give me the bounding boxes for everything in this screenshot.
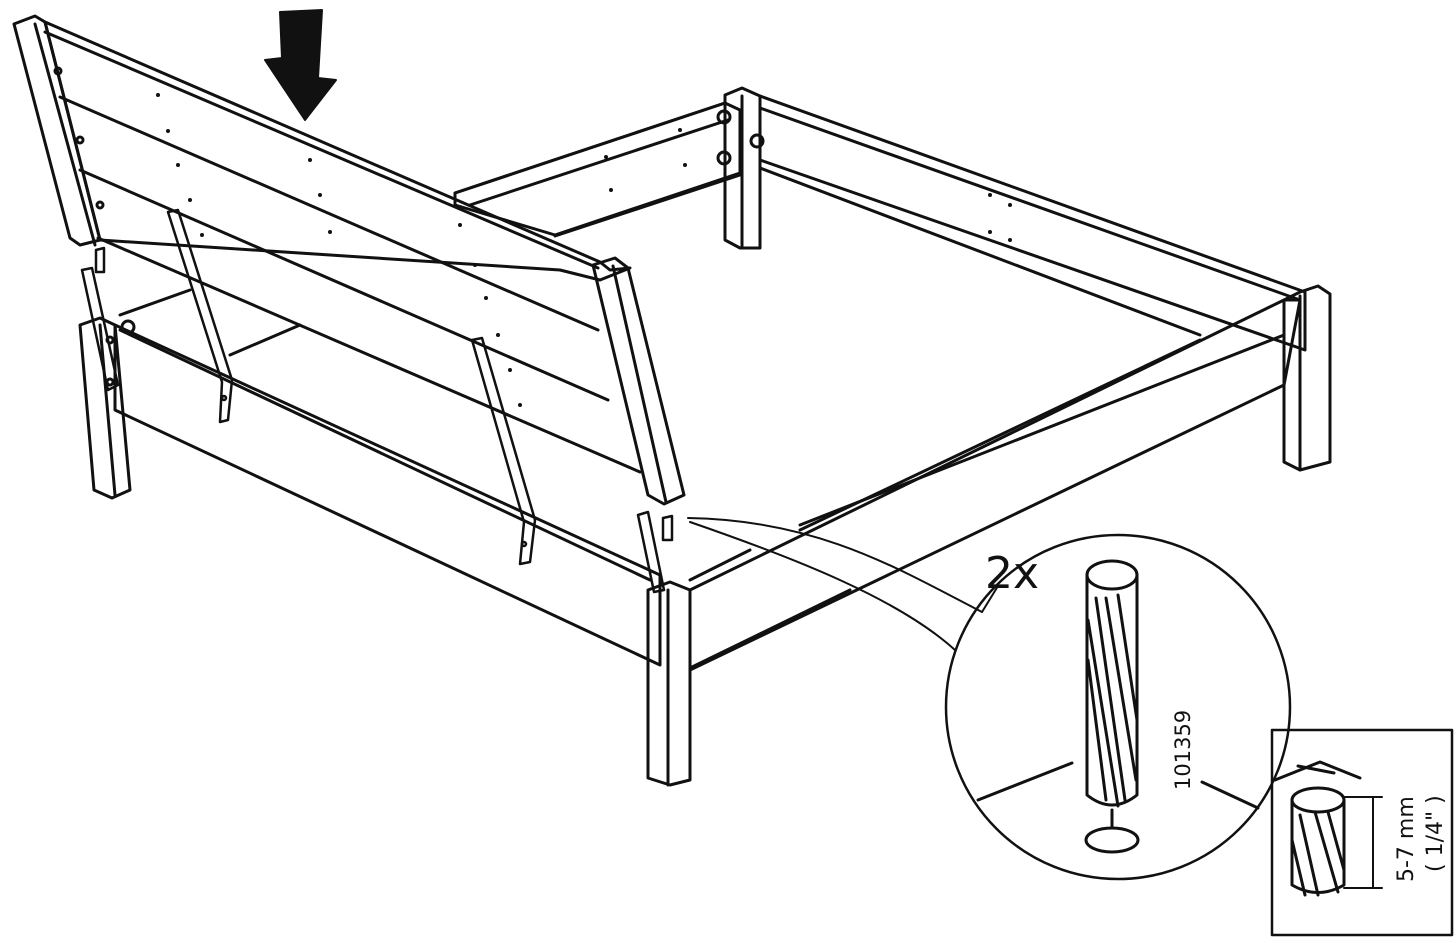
push-down-arrow-icon xyxy=(264,9,337,121)
bed-frame-back xyxy=(453,86,1332,672)
callout-leader xyxy=(687,517,999,651)
dowel xyxy=(1084,559,1140,854)
detail-magnifier xyxy=(944,533,1292,881)
depth-metric-label: 5-7 mm xyxy=(1394,796,1419,882)
headboard-holes xyxy=(156,93,522,407)
bed-frame-front xyxy=(78,288,692,787)
depth-detail-box xyxy=(1270,728,1454,937)
part-number-label: 101359 xyxy=(1171,710,1195,790)
depth-imperial-label: ( 1/4" ) xyxy=(1423,795,1448,872)
brackets xyxy=(80,208,674,594)
screw-holes xyxy=(604,128,1012,242)
quantity-label: 2x xyxy=(985,548,1039,599)
